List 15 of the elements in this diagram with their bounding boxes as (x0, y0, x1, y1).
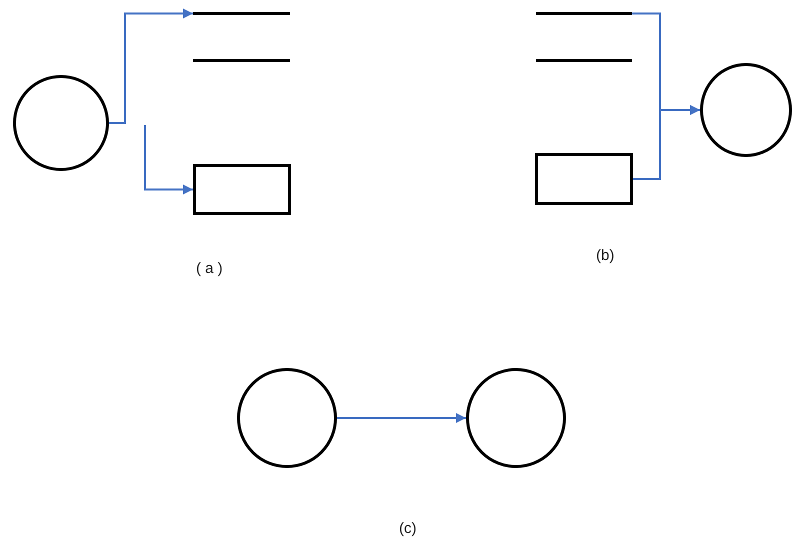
arrow (144, 125, 193, 194)
arrow (337, 413, 466, 423)
data-store-lines (536, 12, 632, 62)
entity-box (193, 164, 291, 215)
arrow (109, 8, 193, 124)
process-circle (13, 75, 109, 171)
panel-label: (c) (399, 520, 416, 537)
panel-label: ( a ) (196, 260, 223, 277)
panel-label: (b) (596, 247, 614, 264)
process-circle (700, 63, 792, 157)
data-store-lines (193, 12, 290, 62)
process-circle (466, 368, 566, 468)
entity-box (535, 153, 633, 205)
arrow (633, 105, 700, 180)
process-circle (237, 368, 337, 468)
